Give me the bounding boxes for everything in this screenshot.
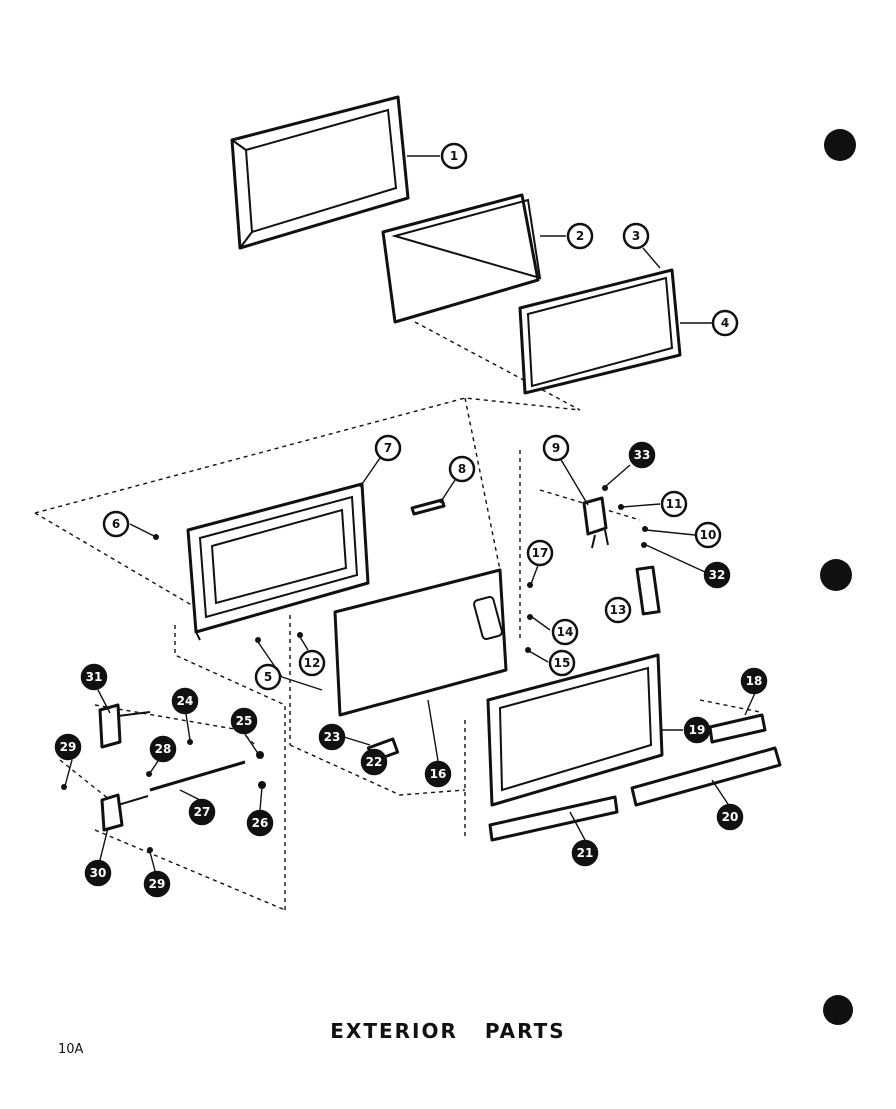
part-top-frame — [230, 95, 410, 250]
svg-text:3: 3 — [632, 229, 640, 243]
part-bracket — [410, 498, 446, 516]
callout-21: 21 — [571, 839, 599, 867]
part-strip — [488, 795, 619, 842]
svg-text:6: 6 — [112, 517, 120, 531]
svg-text:15: 15 — [554, 656, 571, 670]
svg-text:23: 23 — [324, 730, 341, 744]
callout-13: 13 — [604, 596, 632, 624]
callout-27: 27 — [188, 798, 216, 826]
svg-text:19: 19 — [689, 723, 706, 737]
callout-8: 8 — [448, 455, 476, 483]
callout-12: 12 — [298, 649, 326, 677]
svg-text:32: 32 — [709, 568, 726, 582]
svg-text:33: 33 — [634, 448, 651, 462]
callout-24: 24 — [171, 687, 199, 715]
drawing-title: EXTERIOR PARTS — [330, 1019, 566, 1043]
leader-lines — [64, 155, 756, 872]
svg-text:11: 11 — [666, 497, 683, 511]
callout-11: 11 — [660, 490, 688, 518]
callout-4: 4 — [711, 309, 739, 337]
part-latch — [582, 496, 609, 549]
callout-19: 19 — [683, 716, 711, 744]
part-rail — [630, 746, 782, 807]
svg-text:30: 30 — [90, 866, 107, 880]
callout-5: 5 — [254, 663, 282, 691]
callout-29-upper: 29 — [54, 733, 82, 761]
punch-hole-bottom — [823, 995, 853, 1025]
svg-text:14: 14 — [557, 625, 574, 639]
callout-7: 7 — [374, 434, 402, 462]
callout-9: 9 — [542, 434, 570, 462]
part-lower-frame — [486, 653, 664, 807]
callout-23: 23 — [318, 723, 346, 751]
svg-text:2: 2 — [576, 229, 584, 243]
svg-text:10: 10 — [700, 528, 717, 542]
part-main-frame — [186, 482, 370, 641]
callout-29-lower: 29 — [143, 870, 171, 898]
svg-text:9: 9 — [552, 441, 560, 455]
callout-32: 32 — [703, 561, 731, 589]
svg-text:8: 8 — [458, 462, 466, 476]
callout-28: 28 — [149, 735, 177, 763]
punch-hole-top — [824, 129, 856, 161]
callout-10: 10 — [694, 521, 722, 549]
svg-text:1: 1 — [450, 149, 458, 163]
callout-18: 18 — [740, 667, 768, 695]
svg-text:12: 12 — [304, 656, 321, 670]
svg-text:13: 13 — [610, 603, 627, 617]
callout-33: 33 — [628, 441, 656, 469]
callout-30: 30 — [84, 859, 112, 887]
svg-text:25: 25 — [236, 714, 253, 728]
svg-text:22: 22 — [366, 755, 383, 769]
part-cover-box — [381, 193, 542, 324]
svg-text:28: 28 — [155, 742, 172, 756]
part-rod — [149, 760, 246, 792]
callout-3: 3 — [622, 222, 650, 250]
punch-hole-middle — [820, 559, 852, 591]
part-clip — [635, 565, 661, 616]
callout-1: 1 — [440, 142, 468, 170]
page-label: 10A — [58, 1042, 84, 1057]
svg-text:24: 24 — [177, 694, 194, 708]
svg-text:5: 5 — [264, 670, 272, 684]
part-side-panel — [333, 568, 508, 717]
part-hinge-top — [98, 703, 151, 749]
svg-text:4: 4 — [721, 316, 729, 330]
svg-text:17: 17 — [532, 546, 549, 560]
callout-2: 2 — [566, 222, 594, 250]
callout-31: 31 — [80, 663, 108, 691]
callout-6: 6 — [102, 510, 130, 538]
part-hinge-bottom — [100, 793, 149, 832]
svg-text:16: 16 — [430, 767, 447, 781]
svg-text:27: 27 — [194, 805, 211, 819]
svg-text:31: 31 — [86, 670, 103, 684]
svg-text:21: 21 — [577, 846, 594, 860]
callout-25: 25 — [230, 707, 258, 735]
svg-text:29: 29 — [60, 740, 77, 754]
callout-26: 26 — [246, 809, 274, 837]
callout-14: 14 — [551, 618, 579, 646]
callout-22: 22 — [360, 748, 388, 776]
svg-text:18: 18 — [746, 674, 763, 688]
callout-16: 16 — [424, 760, 452, 788]
svg-text:29: 29 — [149, 877, 166, 891]
part-front-panel — [518, 268, 682, 395]
svg-text:26: 26 — [252, 816, 269, 830]
callout-20: 20 — [716, 803, 744, 831]
part-handle — [708, 713, 767, 744]
callout-15: 15 — [548, 649, 576, 677]
svg-text:20: 20 — [722, 810, 739, 824]
callout-17: 17 — [526, 539, 554, 567]
svg-text:7: 7 — [384, 441, 392, 455]
